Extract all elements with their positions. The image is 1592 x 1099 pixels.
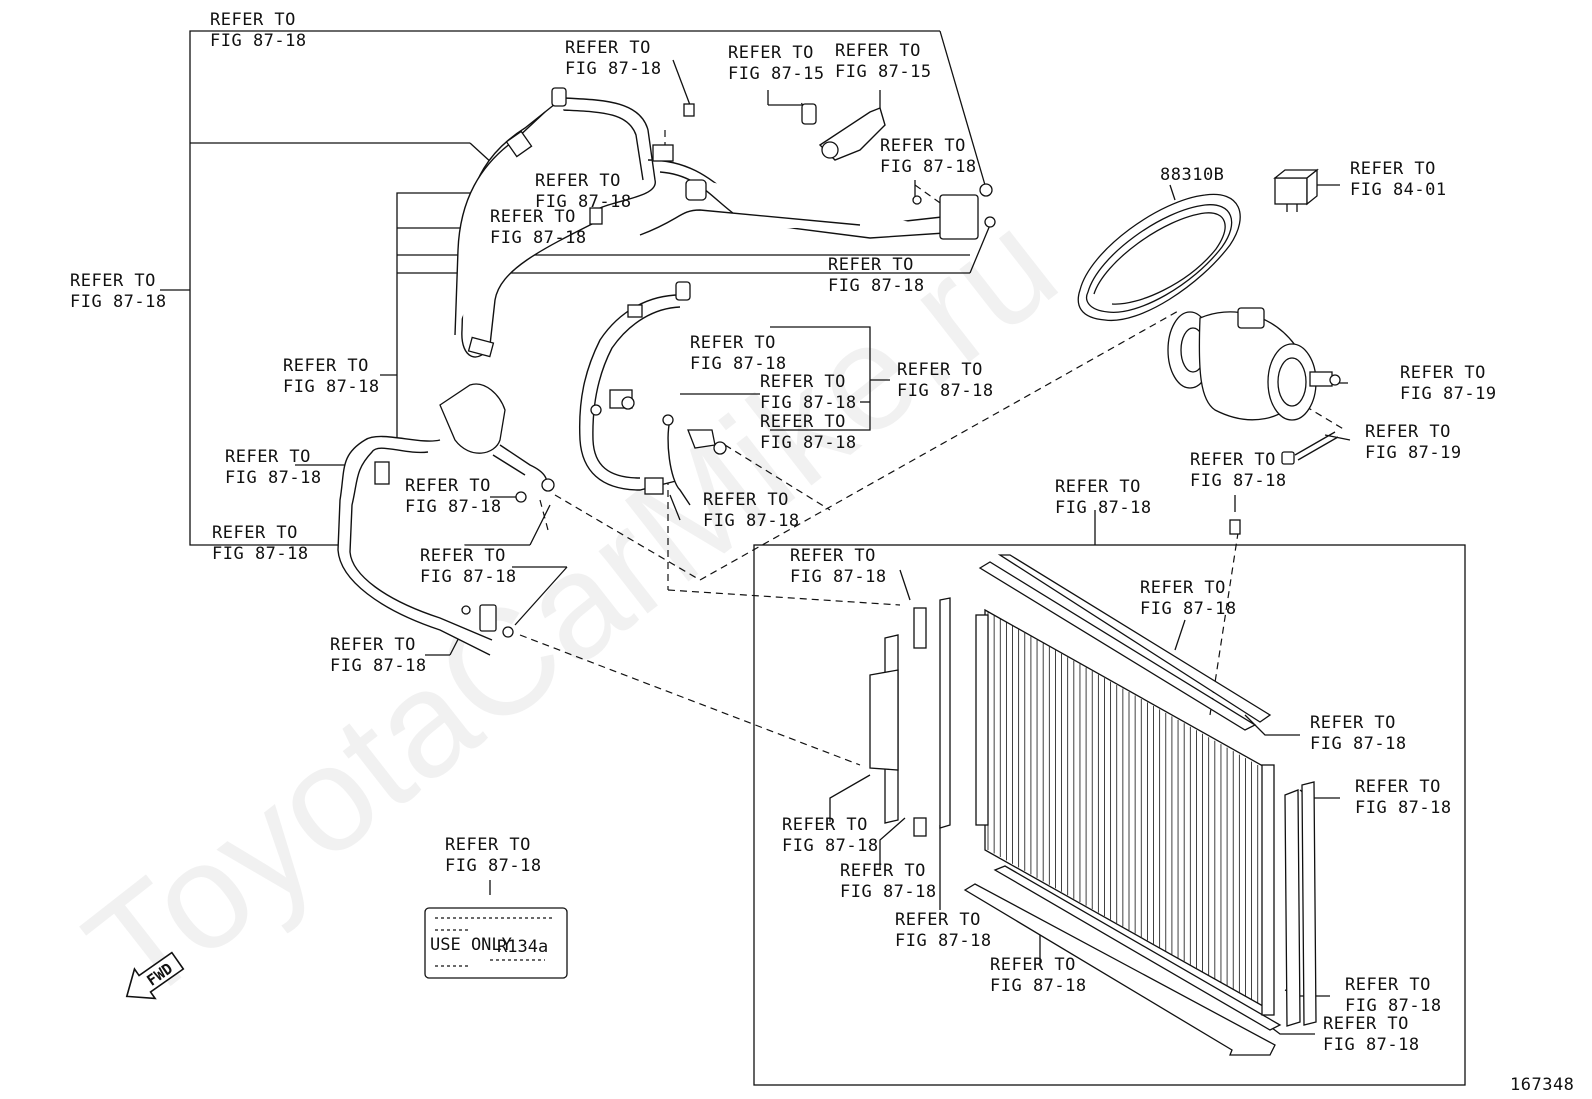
magnetic-clutch-relay (1273, 168, 1319, 212)
refer-to-label: REFER TO (330, 635, 416, 655)
figure-reference: FIG 87-18 (760, 433, 857, 453)
figure-reference: FIG 87-18 (420, 567, 517, 587)
refer-to-label: REFER TO (760, 412, 846, 432)
figure-reference: FIG 87-18 (897, 381, 994, 401)
refer-to-label: REFER TO (835, 41, 921, 61)
condenser-group (753, 544, 1466, 1086)
figure-reference: FIG 87-18 (1355, 798, 1452, 818)
figure-reference: FIG 87-18 (840, 882, 937, 902)
refer-to-label: REFER TO (70, 271, 156, 291)
figure-reference: FIG 87-18 (283, 377, 380, 397)
figure-reference: FIG 87-18 (210, 31, 307, 51)
refer-to-label: REFER TO (565, 38, 651, 58)
refer-to-label: REFER TO (703, 490, 789, 510)
refer-to-label: REFER TO (1400, 363, 1486, 383)
figure-reference: FIG 87-18 (225, 468, 322, 488)
figure-reference: FIG 87-18 (880, 157, 977, 177)
figure-reference: FIG 87-18 (1345, 996, 1442, 1016)
decal-use-only: USE ONLY (430, 935, 512, 955)
ac-hose-assembly (337, 87, 996, 656)
refer-to-label: REFER TO (1190, 450, 1276, 470)
ac-compressor (1167, 307, 1341, 465)
bolt (1229, 519, 1241, 535)
refer-to-label: REFER TO (490, 207, 576, 227)
figure-reference: FIG 87-18 (535, 192, 632, 212)
refer-to-label: REFER TO (1345, 975, 1431, 995)
figure-reference: FIG 87-18 (212, 544, 309, 564)
figure-reference: FIG 87-18 (1190, 471, 1287, 491)
belt-part-number: 88310B (1160, 165, 1224, 185)
refer-to-label: REFER TO (828, 255, 914, 275)
figure-reference: FIG 87-18 (330, 656, 427, 676)
figure-reference: FIG 87-19 (1365, 443, 1462, 463)
refer-to-label: REFER TO (1140, 578, 1226, 598)
figure-reference: FIG 87-18 (1310, 734, 1407, 754)
refer-to-label: REFER TO (212, 523, 298, 543)
refer-to-label: REFER TO (880, 136, 966, 156)
figure-reference: FIG 87-18 (1055, 498, 1152, 518)
refer-to-label: REFER TO (690, 333, 776, 353)
refer-to-label: REFER TO (445, 835, 531, 855)
figure-reference: FIG 87-19 (1400, 384, 1497, 404)
refer-to-label: REFER TO (1323, 1014, 1409, 1034)
figure-reference: FIG 87-18 (690, 354, 787, 374)
ac-hose-middle (578, 281, 727, 506)
figure-reference: FIG 87-18 (782, 836, 879, 856)
caution-decal: USE ONLY R134a (424, 907, 568, 979)
drive-belt (1077, 193, 1241, 322)
figure-reference: FIG 87-18 (790, 567, 887, 587)
figure-reference: FIG 87-18 (760, 393, 857, 413)
refer-to-label: REFER TO (210, 10, 296, 30)
watermark: ToyotaCarMike.ru (56, 179, 1086, 1035)
refer-to-label: REFER TO (895, 910, 981, 930)
bolt (683, 103, 695, 117)
refer-to-label: REFER TO (760, 372, 846, 392)
figure-reference: FIG 87-18 (1140, 599, 1237, 619)
refer-to-label: REFER TO (225, 447, 311, 467)
refer-to-label: REFER TO (728, 43, 814, 63)
refer-to-label: REFER TO (283, 356, 369, 376)
refer-to-label: REFER TO (790, 546, 876, 566)
figure-reference: FIG 87-18 (990, 976, 1087, 996)
figure-reference: FIG 87-18 (828, 276, 925, 296)
figure-reference: FIG 84-01 (1350, 180, 1447, 200)
refer-to-label: REFER TO (990, 955, 1076, 975)
muffler (439, 383, 506, 454)
refer-to-label: REFER TO (535, 171, 621, 191)
figure-reference: FIG 87-18 (703, 511, 800, 531)
refer-to-label: REFER TO (420, 546, 506, 566)
decal-refrigerant: R134a (497, 937, 548, 957)
figure-reference: FIG 87-15 (835, 62, 932, 82)
refer-to-label: REFER TO (405, 476, 491, 496)
figure-reference: FIG 87-18 (565, 59, 662, 79)
refer-to-label: REFER TO (840, 861, 926, 881)
refer-to-label: REFER TO (1365, 422, 1451, 442)
figure-reference: FIG 87-18 (1323, 1035, 1420, 1055)
figure-reference: FIG 87-15 (728, 64, 825, 84)
refer-to-label: REFER TO (782, 815, 868, 835)
refer-to-label: REFER TO (1350, 159, 1436, 179)
figure-reference: FIG 87-18 (405, 497, 502, 517)
refer-to-label: REFER TO (1055, 477, 1141, 497)
refer-to-label: REFER TO (897, 360, 983, 380)
figure-reference: FIG 87-18 (895, 931, 992, 951)
figure-reference: FIG 87-18 (445, 856, 542, 876)
refer-to-label: REFER TO (1355, 777, 1441, 797)
refer-to-label: REFER TO (1310, 713, 1396, 733)
figure-reference: FIG 87-18 (490, 228, 587, 248)
figure-number: 167348 (1510, 1075, 1574, 1095)
figure-reference: FIG 87-18 (70, 292, 167, 312)
